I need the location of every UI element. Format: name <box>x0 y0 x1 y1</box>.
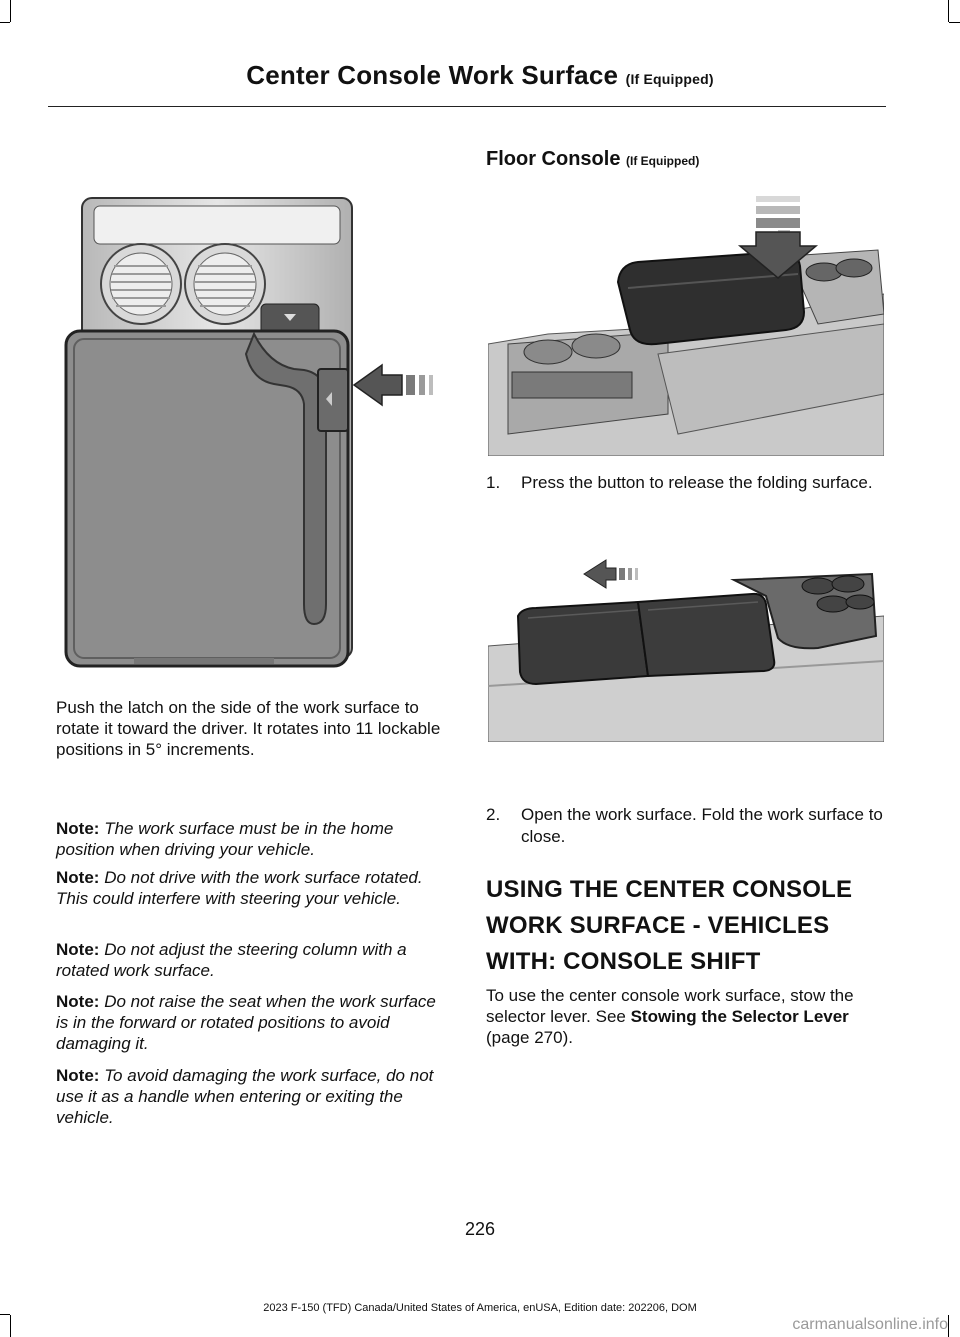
note-label: Note: <box>56 992 100 1011</box>
note-text: Do not adjust the steering column with a… <box>56 940 407 980</box>
section-title-suffix: (If Equipped) <box>626 154 700 168</box>
page-title-suffix: (If Equipped) <box>625 71 714 87</box>
note-text: Do not raise the seat when the work surf… <box>56 992 436 1053</box>
note-label: Note: <box>56 868 100 887</box>
step-text: Open the work surface. Fold the work sur… <box>521 805 883 846</box>
crop-mark <box>948 1315 949 1337</box>
section-title: Floor Console (If Equipped) <box>486 148 699 171</box>
crop-mark <box>0 22 10 23</box>
step-number: 2. <box>486 805 501 824</box>
crop-mark <box>10 1315 11 1337</box>
note-paragraph: Note: Do not adjust the steering column … <box>56 939 441 981</box>
step-number: 1. <box>486 473 501 492</box>
floor-console-press-button-illustration <box>488 196 884 456</box>
page-number: 226 <box>464 1219 496 1239</box>
header-rule <box>48 106 886 107</box>
section-heading-line: WITH: CONSOLE SHIFT <box>486 948 761 975</box>
step-item: 1. Press the button to release the foldi… <box>486 472 886 516</box>
crop-mark <box>10 0 11 22</box>
body-text: To use the center console work surface, … <box>486 986 854 1026</box>
section-title-text: Floor Console <box>486 148 621 170</box>
edition-footer: 2023 F-150 (TFD) Canada/United States of… <box>263 1302 697 1314</box>
page-title-text: Center Console Work Surface <box>246 60 619 90</box>
page-title: Center Console Work Surface (If Equipped… <box>0 60 960 91</box>
crop-mark <box>0 1314 10 1315</box>
note-paragraph: Note: Do not drive with the work surface… <box>56 867 441 909</box>
note-label: Note: <box>56 819 100 838</box>
work-surface-rotate-illustration <box>64 197 433 668</box>
section-heading: USING THE CENTER CONSOLE WORK SURFACE - … <box>486 872 906 980</box>
crop-mark <box>948 0 949 22</box>
note-text: The work surface must be in the home pos… <box>56 819 394 859</box>
cross-reference-link[interactable]: Stowing the Selector Lever <box>630 1007 849 1026</box>
step-text: Press the button to release the folding … <box>521 473 873 492</box>
note-text: To avoid damaging the work surface, do n… <box>56 1066 434 1127</box>
note-label: Note: <box>56 1066 100 1085</box>
note-paragraph: Note: To avoid damaging the work surface… <box>56 1065 451 1128</box>
crop-mark <box>949 22 960 23</box>
step-item: 2. Open the work surface. Fold the work … <box>486 804 886 848</box>
watermark: carmanualsonline.info <box>792 1316 948 1333</box>
note-text: Do not drive with the work surface rotat… <box>56 868 423 908</box>
console-shift-paragraph: To use the center console work surface, … <box>486 985 881 1048</box>
note-label: Note: <box>56 940 100 959</box>
note-paragraph: Note: Do not raise the seat when the wor… <box>56 991 451 1054</box>
section-heading-line: USING THE CENTER CONSOLE <box>486 876 853 903</box>
floor-console-open-surface-illustration <box>488 559 884 742</box>
note-paragraph: Note: The work surface must be in the ho… <box>56 818 441 860</box>
body-text: (page 270). <box>486 1028 573 1047</box>
intro-paragraph: Push the latch on the side of the work s… <box>56 698 441 759</box>
section-heading-line: WORK SURFACE - VEHICLES <box>486 912 830 939</box>
